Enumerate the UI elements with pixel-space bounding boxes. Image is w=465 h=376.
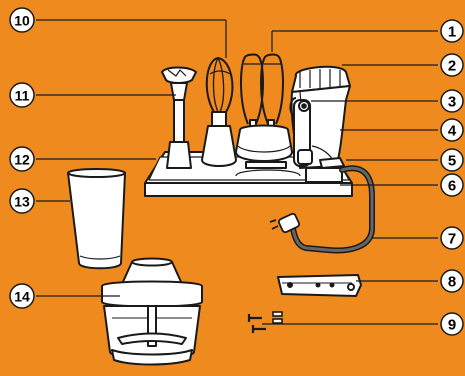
whisk [202, 58, 236, 166]
svg-text:3: 3 [448, 94, 456, 111]
callout-14: 14 [10, 284, 34, 308]
svg-text:14: 14 [14, 289, 30, 305]
svg-text:13: 13 [14, 194, 30, 210]
svg-text:1: 1 [448, 24, 456, 41]
svg-text:7: 7 [448, 231, 456, 248]
svg-text:4: 4 [448, 123, 457, 140]
svg-text:8: 8 [448, 274, 456, 291]
motor-unit [290, 67, 350, 182]
callout-4: 4 [441, 119, 463, 141]
callout-3: 3 [441, 90, 463, 112]
svg-text:2: 2 [448, 58, 456, 75]
svg-text:12: 12 [14, 152, 30, 168]
callout-8: 8 [441, 270, 463, 292]
callout-5: 5 [441, 149, 463, 171]
screws-anchors [249, 312, 282, 333]
callout-12: 12 [10, 147, 34, 171]
wall-bracket [278, 275, 361, 296]
svg-text:5: 5 [448, 153, 456, 170]
callout-13: 13 [10, 189, 34, 213]
callout-7: 7 [441, 227, 463, 249]
callout-1: 1 [441, 20, 463, 42]
chopper [102, 259, 202, 365]
svg-text:11: 11 [15, 88, 30, 104]
callout-11: 11 [10, 83, 34, 107]
callout-9: 9 [441, 313, 463, 335]
callout-6: 6 [441, 174, 463, 196]
svg-text:10: 10 [14, 13, 30, 29]
svg-text:9: 9 [448, 317, 456, 334]
callout-10: 10 [10, 8, 34, 32]
blender-beaker [68, 169, 125, 268]
svg-text:6: 6 [448, 178, 456, 195]
beaters [236, 55, 292, 169]
callout-2: 2 [441, 54, 463, 76]
